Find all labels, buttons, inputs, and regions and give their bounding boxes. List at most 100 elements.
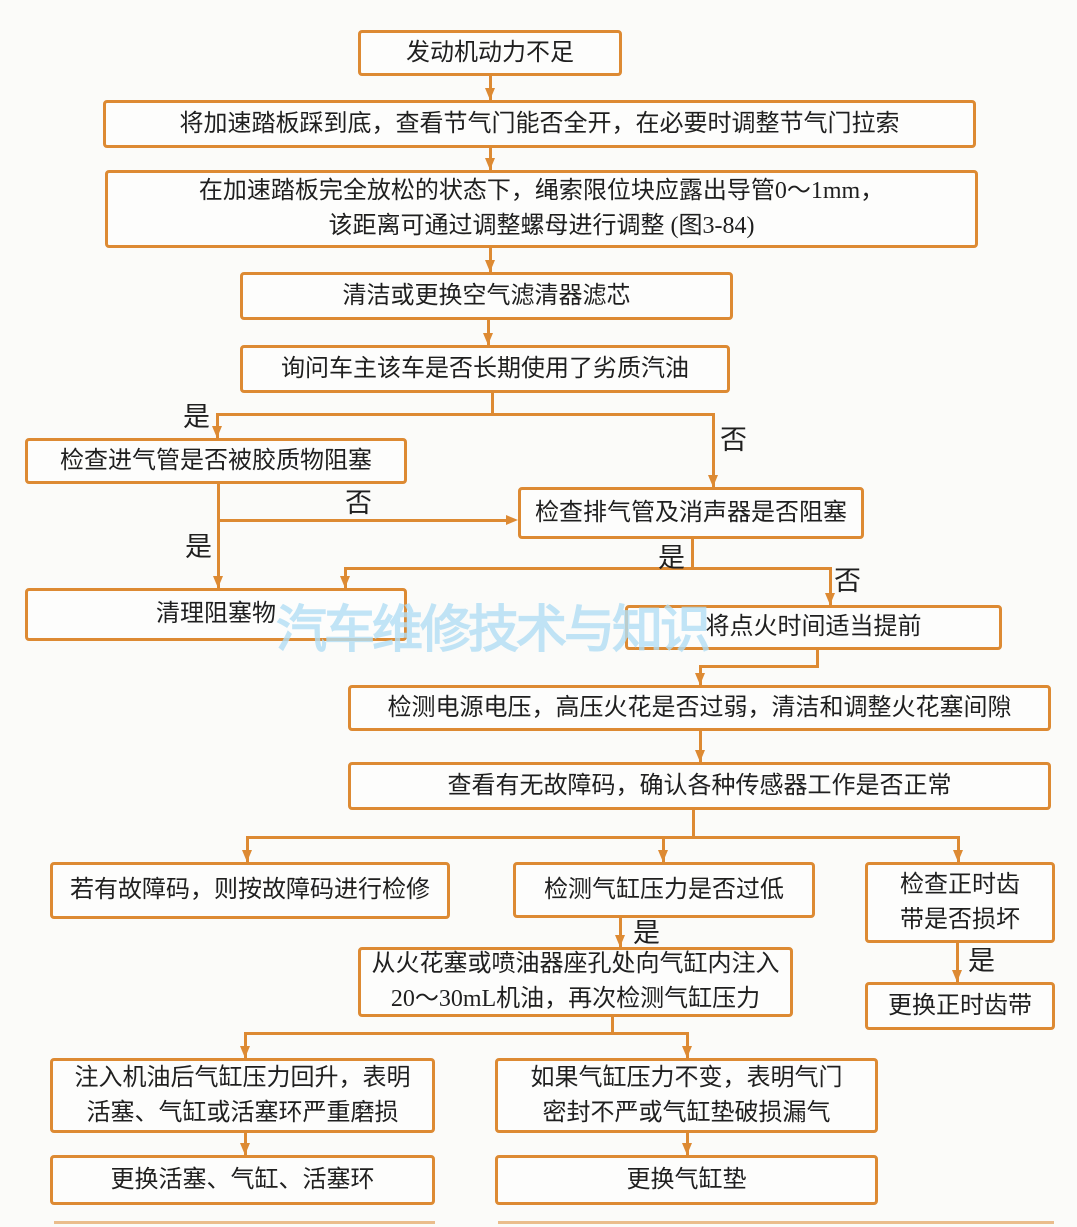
connector-line [245, 835, 249, 862]
flow-node-text: 活塞、气缸或活塞环严重磨损 [86, 1099, 399, 1126]
arrowhead-down-icon [682, 1046, 692, 1058]
flow-node-text: 检测气缸压力是否过低 [544, 876, 784, 903]
flow-node-dtc-check: 查看有无故障码，确认各种传感器工作是否正常 [348, 762, 1051, 810]
flow-node-text: 若有故障码，则按故障码进行检修 [70, 877, 430, 904]
flow-node-text: 检测电源电压，高压火花是否过弱，清洁和调整火花塞间隙 [387, 694, 1012, 721]
flow-node-intake-check: 检查进气管是否被胶质物阻塞 [25, 438, 407, 484]
arrowhead-down-icon [658, 850, 668, 862]
edge-label: 否 [834, 566, 861, 596]
connector-line [488, 74, 492, 100]
connector-line [497, 1220, 1054, 1224]
flow-node-oil-injection-test: 从火花塞或喷油器座孔处向气缸内注入 20～30mL机油，再次检测气缸压力 [358, 947, 793, 1017]
connector-line [245, 835, 960, 839]
flow-node-text: 询问车主该车是否长期使用了劣质汽油 [281, 355, 689, 382]
edge-label: 是 [183, 402, 210, 432]
connector-line [711, 412, 715, 487]
connector-line [618, 916, 622, 947]
arrowhead-down-icon [695, 673, 705, 685]
connector-line [661, 835, 665, 862]
edge-label: 否 [345, 488, 372, 518]
arrowhead-down-icon [340, 576, 350, 588]
flow-node-text: 更换活塞、气缸、活塞环 [110, 1166, 375, 1193]
flow-node-text: 查看有无故障码，确认各种传感器工作是否正常 [447, 772, 952, 799]
flow-node-pressure-rises: 注入机油后气缸压力回升，表明活塞、气缸或活塞环严重磨损 [50, 1058, 435, 1133]
flow-node-text: 将点火时间适当提前 [705, 614, 922, 641]
flow-node-text: 注入机油后气缸压力回升，表明 [74, 1064, 411, 1091]
flow-node-spark-check: 检测电源电压，高压火花是否过弱，清洁和调整火花塞间隙 [348, 685, 1051, 731]
flow-node-text: 清理阻塞物 [156, 601, 276, 628]
flow-node-text: 密封不严或气缸垫破损漏气 [542, 1099, 831, 1126]
arrowhead-down-icon [485, 260, 495, 272]
flow-node-text: 更换气缸垫 [626, 1166, 747, 1193]
flow-node-ask-fuel: 询问车主该车是否长期使用了劣质汽油 [240, 345, 730, 393]
flow-node-replace-piston: 更换活塞、气缸、活塞环 [50, 1155, 435, 1205]
arrowhead-down-icon [240, 1046, 250, 1058]
arrowhead-down-icon [682, 1143, 692, 1155]
connector-line [956, 835, 960, 862]
flow-node-text: 将加速踏板踩到底，查看节气门能否全开，在必要时调整节气门拉索 [179, 110, 900, 137]
connector-line [488, 246, 492, 272]
flow-node-text: 检查排气管及消声器是否阻塞 [535, 499, 847, 526]
arrowhead-down-icon [485, 158, 495, 170]
connector-line [490, 391, 494, 416]
connector-line [343, 566, 832, 570]
arrowhead-down-icon [708, 475, 718, 487]
connector-line [690, 537, 694, 570]
flow-node-repair-by-dtc: 若有故障码，则按故障码进行检修 [50, 862, 450, 919]
arrowhead-down-icon [485, 88, 495, 100]
connector-line [215, 412, 715, 416]
flow-node-text: 检查正时齿 [900, 871, 1020, 898]
flow-node-replace-timing-belt: 更换正时齿带 [865, 982, 1055, 1030]
connector-line [53, 1220, 435, 1224]
flow-node-cable-clearance: 在加速踏板完全放松的状态下，绳索限位块应露出导管0～1mm， 该距离可通过调整螺母… [105, 170, 978, 248]
connector-line [698, 664, 819, 668]
arrowhead-down-icon [483, 333, 493, 345]
connector-line [216, 518, 510, 522]
connector-line [243, 1031, 689, 1035]
flow-node-text: 检查进气管是否被胶质物阻塞 [60, 447, 372, 474]
flow-node-pressure-unchanged: 如果气缸压力不变，表明气门密封不严或气缸垫破损漏气 [495, 1058, 878, 1133]
flow-node-advance-ignition: 将点火时间适当提前 [625, 605, 1002, 650]
arrowhead-down-icon [695, 750, 705, 762]
flow-node-text: 清洁或更换空气滤清器滤芯 [342, 282, 631, 309]
arrowhead-down-icon [825, 593, 835, 605]
flow-node-text: 从火花塞或喷油器座孔处向气缸内注入 [371, 951, 780, 978]
flow-node-exhaust-check: 检查排气管及消声器是否阻塞 [518, 487, 864, 539]
edge-label: 否 [720, 425, 747, 455]
connector-line [815, 648, 819, 668]
arrowhead-down-icon [242, 850, 252, 862]
arrowhead-down-icon [615, 935, 625, 947]
connector-line [215, 412, 219, 438]
connector-line [828, 566, 832, 605]
flow-node-compression-check: 检测气缸压力是否过低 [513, 862, 815, 918]
flow-node-pedal-check: 将加速踏板踩到底，查看节气门能否全开，在必要时调整节气门拉索 [103, 100, 976, 148]
arrowhead-down-icon [240, 1143, 250, 1155]
connector-line [955, 941, 959, 982]
flow-node-text: 该距离可通过调整螺母进行调整 (图3-84) [328, 213, 755, 239]
flow-node-timing-belt-check: 检查正时齿带是否损坏 [865, 862, 1055, 943]
flow-node-text: 在加速踏板完全放松的状态下，绳索限位块应露出导管0～1mm， [198, 178, 885, 205]
connector-line [486, 318, 490, 345]
edge-label: 是 [658, 543, 685, 573]
arrowhead-down-icon [952, 970, 962, 982]
flow-node-text: 20～30mL机油，再次检测气缸压力 [390, 986, 761, 1012]
flow-node-text: 带是否损坏 [900, 906, 1020, 933]
arrowhead-right-icon [506, 515, 518, 525]
flow-node-replace-gasket: 更换气缸垫 [495, 1155, 878, 1205]
flow-node-start: 发动机动力不足 [358, 30, 622, 76]
flow-node-text: 发动机动力不足 [406, 39, 574, 66]
connector-line [243, 1031, 247, 1058]
arrowhead-down-icon [953, 850, 963, 862]
edge-label: 是 [185, 532, 212, 562]
flow-node-clear-blockage: 清理阻塞物 [25, 588, 407, 641]
connector-line [691, 808, 695, 839]
flow-node-air-filter: 清洁或更换空气滤清器滤芯 [240, 272, 733, 320]
connector-line [698, 729, 702, 762]
flow-node-text: 更换正时齿带 [888, 992, 1032, 1019]
arrowhead-down-icon [212, 426, 222, 438]
arrowhead-down-icon [213, 576, 223, 588]
edge-label: 是 [968, 946, 995, 976]
flow-node-text: 如果气缸压力不变，表明气门 [530, 1064, 843, 1091]
connector-line [685, 1031, 689, 1058]
